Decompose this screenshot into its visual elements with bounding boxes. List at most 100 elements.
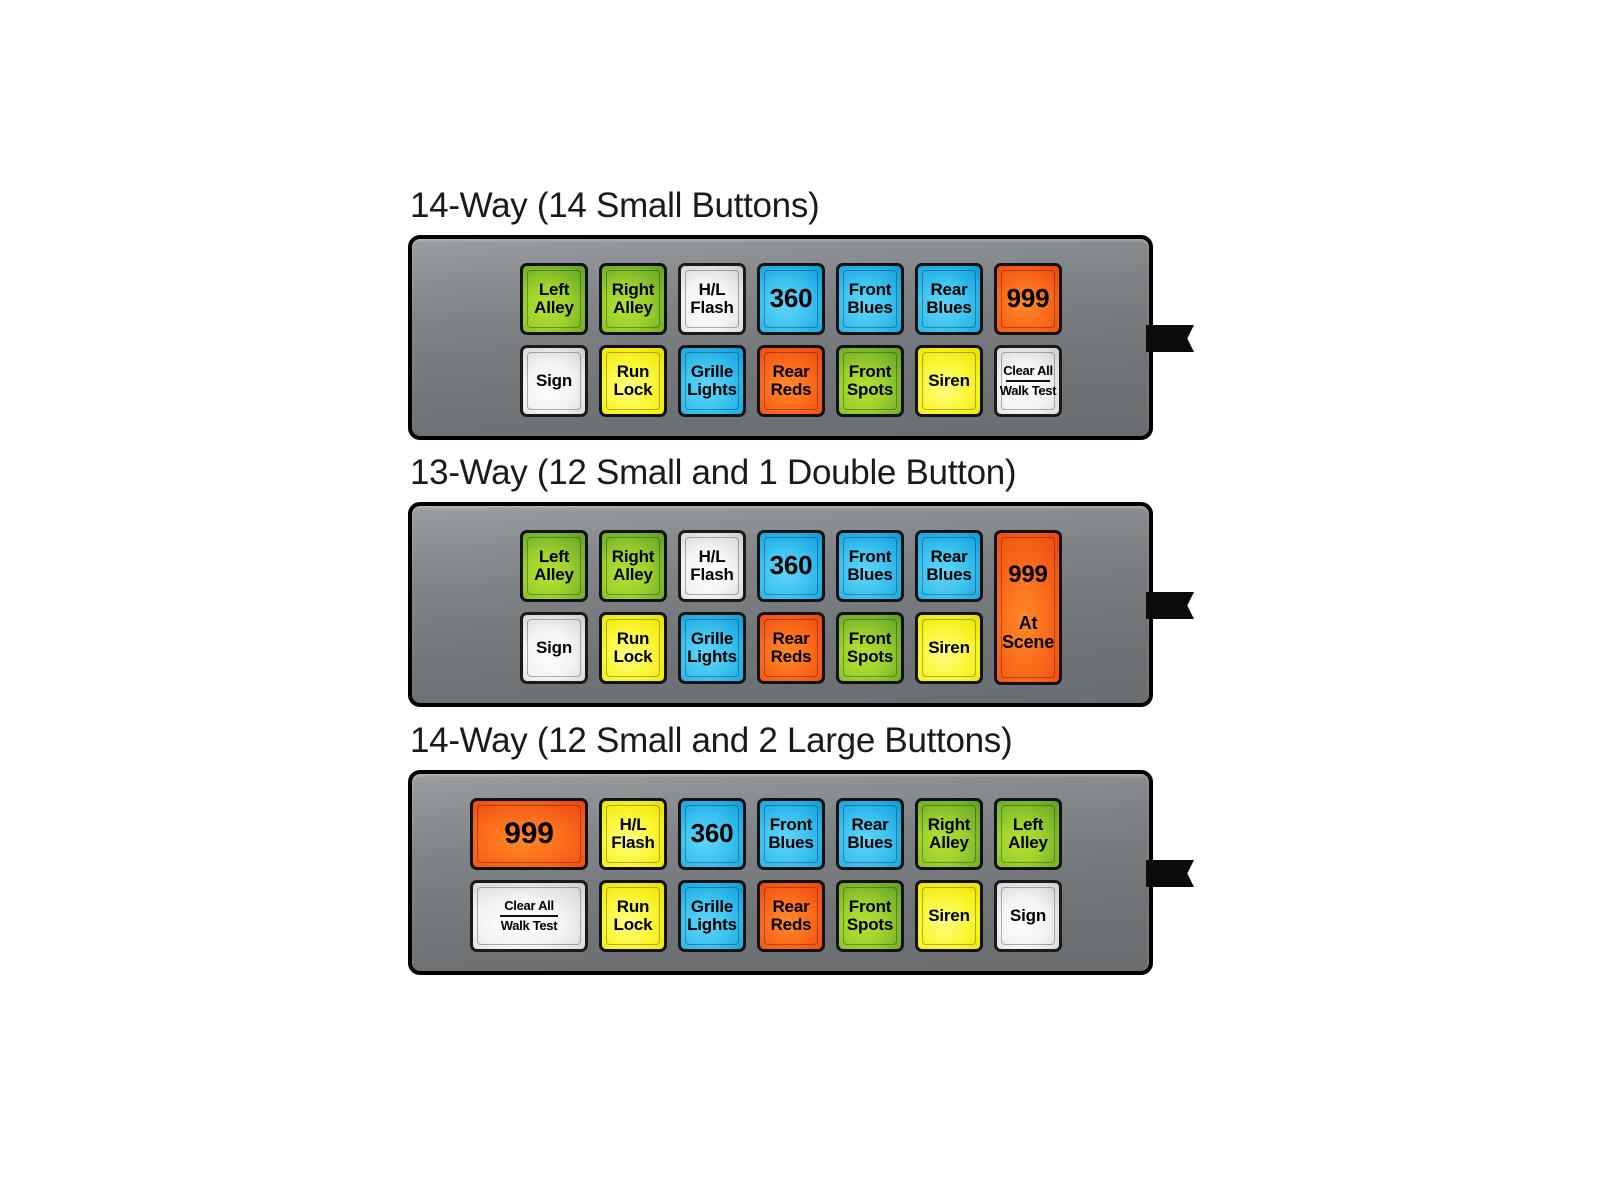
button-sign[interactable]: Sign bbox=[994, 880, 1062, 952]
button-360[interactable]: 360 bbox=[757, 530, 825, 602]
button-siren[interactable]: Siren bbox=[915, 612, 983, 684]
button-label-line: Blues bbox=[847, 833, 893, 852]
button-label-line: Grille bbox=[690, 362, 734, 382]
button-label-line: Run bbox=[616, 362, 650, 382]
button-label-line: Blues bbox=[847, 565, 893, 584]
button-label-line: Clear All bbox=[504, 898, 554, 914]
button-label-line: Right bbox=[611, 280, 655, 300]
button-label-line: 360 bbox=[690, 818, 734, 849]
button-label-line: Reds bbox=[770, 915, 812, 934]
button-label-line: Spots bbox=[846, 380, 894, 399]
button-label-line: Alley bbox=[613, 298, 653, 317]
button-label-line: Alley bbox=[1008, 833, 1048, 852]
button-label-line: Lock bbox=[613, 915, 653, 934]
button-label-line: Spots bbox=[846, 915, 894, 934]
button-label-line: Right bbox=[927, 815, 971, 835]
button-sign[interactable]: Sign bbox=[520, 345, 588, 417]
button-label-line: Front bbox=[848, 547, 892, 567]
button-label-line: Reds bbox=[770, 647, 812, 666]
button-label-line: Siren bbox=[928, 371, 970, 391]
button-label-line: 360 bbox=[769, 283, 813, 314]
button-label-line: Blues bbox=[926, 298, 972, 317]
button-label-line: Grille bbox=[690, 629, 734, 649]
button-label-line: Lights bbox=[687, 380, 737, 399]
button-label-line: Sign bbox=[535, 371, 573, 391]
button-label-line: H/L bbox=[619, 815, 647, 835]
button-label-line: Blues bbox=[847, 298, 893, 317]
button-label-line: Siren bbox=[928, 638, 970, 658]
button-label-line: Rear bbox=[772, 629, 810, 649]
button-label-line: Walk Test bbox=[999, 383, 1057, 398]
button-label-line: Clear All bbox=[1003, 363, 1053, 379]
button-divider-rule bbox=[1005, 380, 1051, 382]
button-999[interactable]: 999 bbox=[994, 263, 1062, 335]
button-360[interactable]: 360 bbox=[757, 263, 825, 335]
button-label-line: Flash bbox=[611, 833, 655, 852]
button-siren[interactable]: Siren bbox=[915, 880, 983, 952]
button-label-line: Rear bbox=[772, 897, 810, 917]
button-label-line: 999 bbox=[1008, 561, 1048, 589]
button-label-line: Alley bbox=[534, 298, 574, 317]
button-label-line: Scene bbox=[1001, 631, 1055, 652]
button-label-line: Sign bbox=[1009, 906, 1047, 926]
button-label-line: Lock bbox=[613, 380, 653, 399]
button-label-line: Left bbox=[538, 280, 570, 300]
button-label-line: H/L bbox=[698, 280, 726, 300]
panel-title: 14-Way (14 Small Buttons) bbox=[410, 186, 820, 225]
button-999[interactable]: 999 bbox=[470, 798, 588, 870]
button-label-line: Front bbox=[848, 280, 892, 300]
button-label-line: Front bbox=[769, 815, 813, 835]
button-bezel-ring bbox=[1001, 537, 1055, 678]
button-label-line: Rear bbox=[772, 362, 810, 382]
button-label-line: Blues bbox=[926, 565, 972, 584]
button-label-line: 999 bbox=[504, 817, 554, 851]
button-label-line: Spots bbox=[846, 647, 894, 666]
button-sign[interactable]: Sign bbox=[520, 612, 588, 684]
button-label-line: Alley bbox=[534, 565, 574, 584]
button-360[interactable]: 360 bbox=[678, 798, 746, 870]
button-siren[interactable]: Siren bbox=[915, 345, 983, 417]
button-label-line: Left bbox=[538, 547, 570, 567]
button-label-line: Lights bbox=[687, 915, 737, 934]
button-label-line: Front bbox=[848, 897, 892, 917]
button-label-line: Right bbox=[611, 547, 655, 567]
connector-tab-icon bbox=[1146, 325, 1194, 352]
